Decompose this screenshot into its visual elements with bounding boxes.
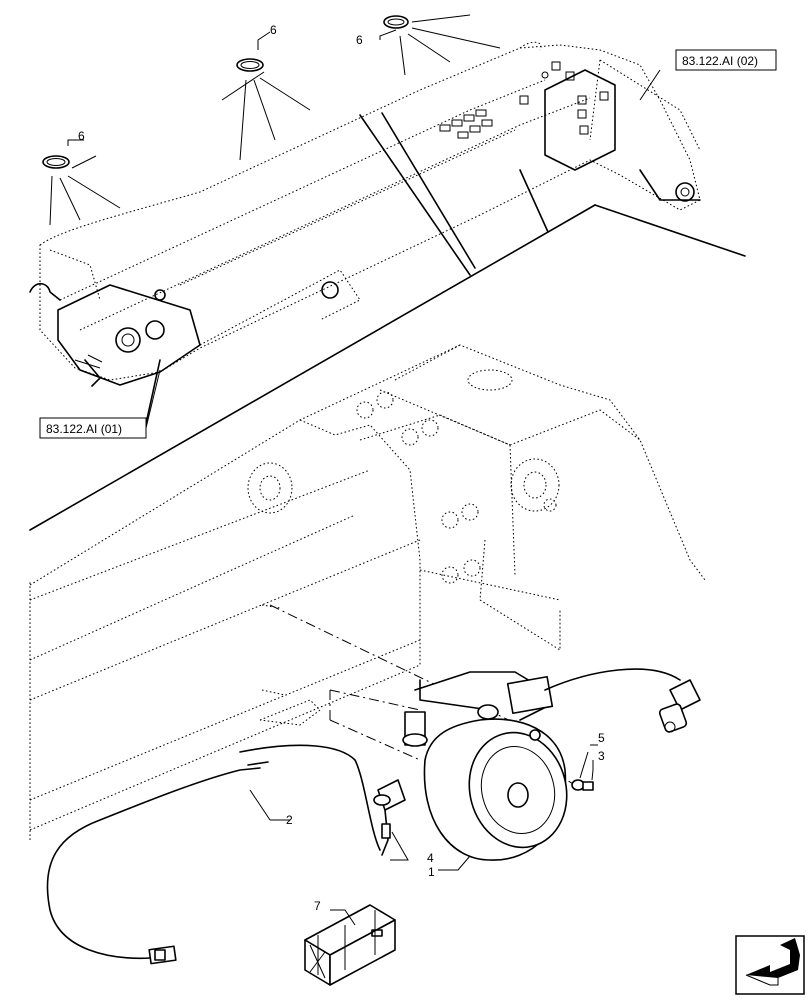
callout-7: 7 [314, 899, 321, 913]
leaders [67, 29, 661, 926]
ref-box-tip[interactable]: 83.122.AI (02) [675, 49, 777, 71]
hose-reel [402, 668, 701, 861]
ref-box-base[interactable]: 83.122.AI (01) [39, 417, 147, 439]
hose-line [46, 744, 381, 965]
tip-fittings [519, 61, 609, 135]
callout-6-c: 6 [356, 33, 363, 47]
ref-base-label: 83.122.AI (01) [46, 422, 122, 436]
next-page-arrow-icon[interactable] [735, 935, 805, 995]
bolt-washer [571, 779, 594, 791]
boom-overview [29, 41, 746, 531]
kit-crate [304, 904, 396, 986]
mid-fittings [439, 109, 493, 139]
callout-labels: 6 6 6 2 5 3 4 1 7 [78, 23, 605, 913]
ref-tip-label: 83.122.AI (02) [682, 54, 758, 68]
callout-2: 2 [286, 813, 293, 827]
callout-4: 4 [427, 851, 434, 865]
callout-5: 5 [598, 731, 605, 745]
clip-item-6a [42, 155, 121, 226]
callout-1: 1 [428, 865, 435, 879]
clip-item-6c [383, 14, 501, 76]
clip-item-6b [221, 58, 311, 161]
callout-3: 3 [598, 749, 605, 763]
detail-fittings [356, 391, 557, 584]
connector-item-4 [373, 779, 406, 856]
boom-detail [29, 344, 706, 840]
callout-6-a: 6 [78, 129, 85, 143]
callout-6-b: 6 [270, 23, 277, 37]
